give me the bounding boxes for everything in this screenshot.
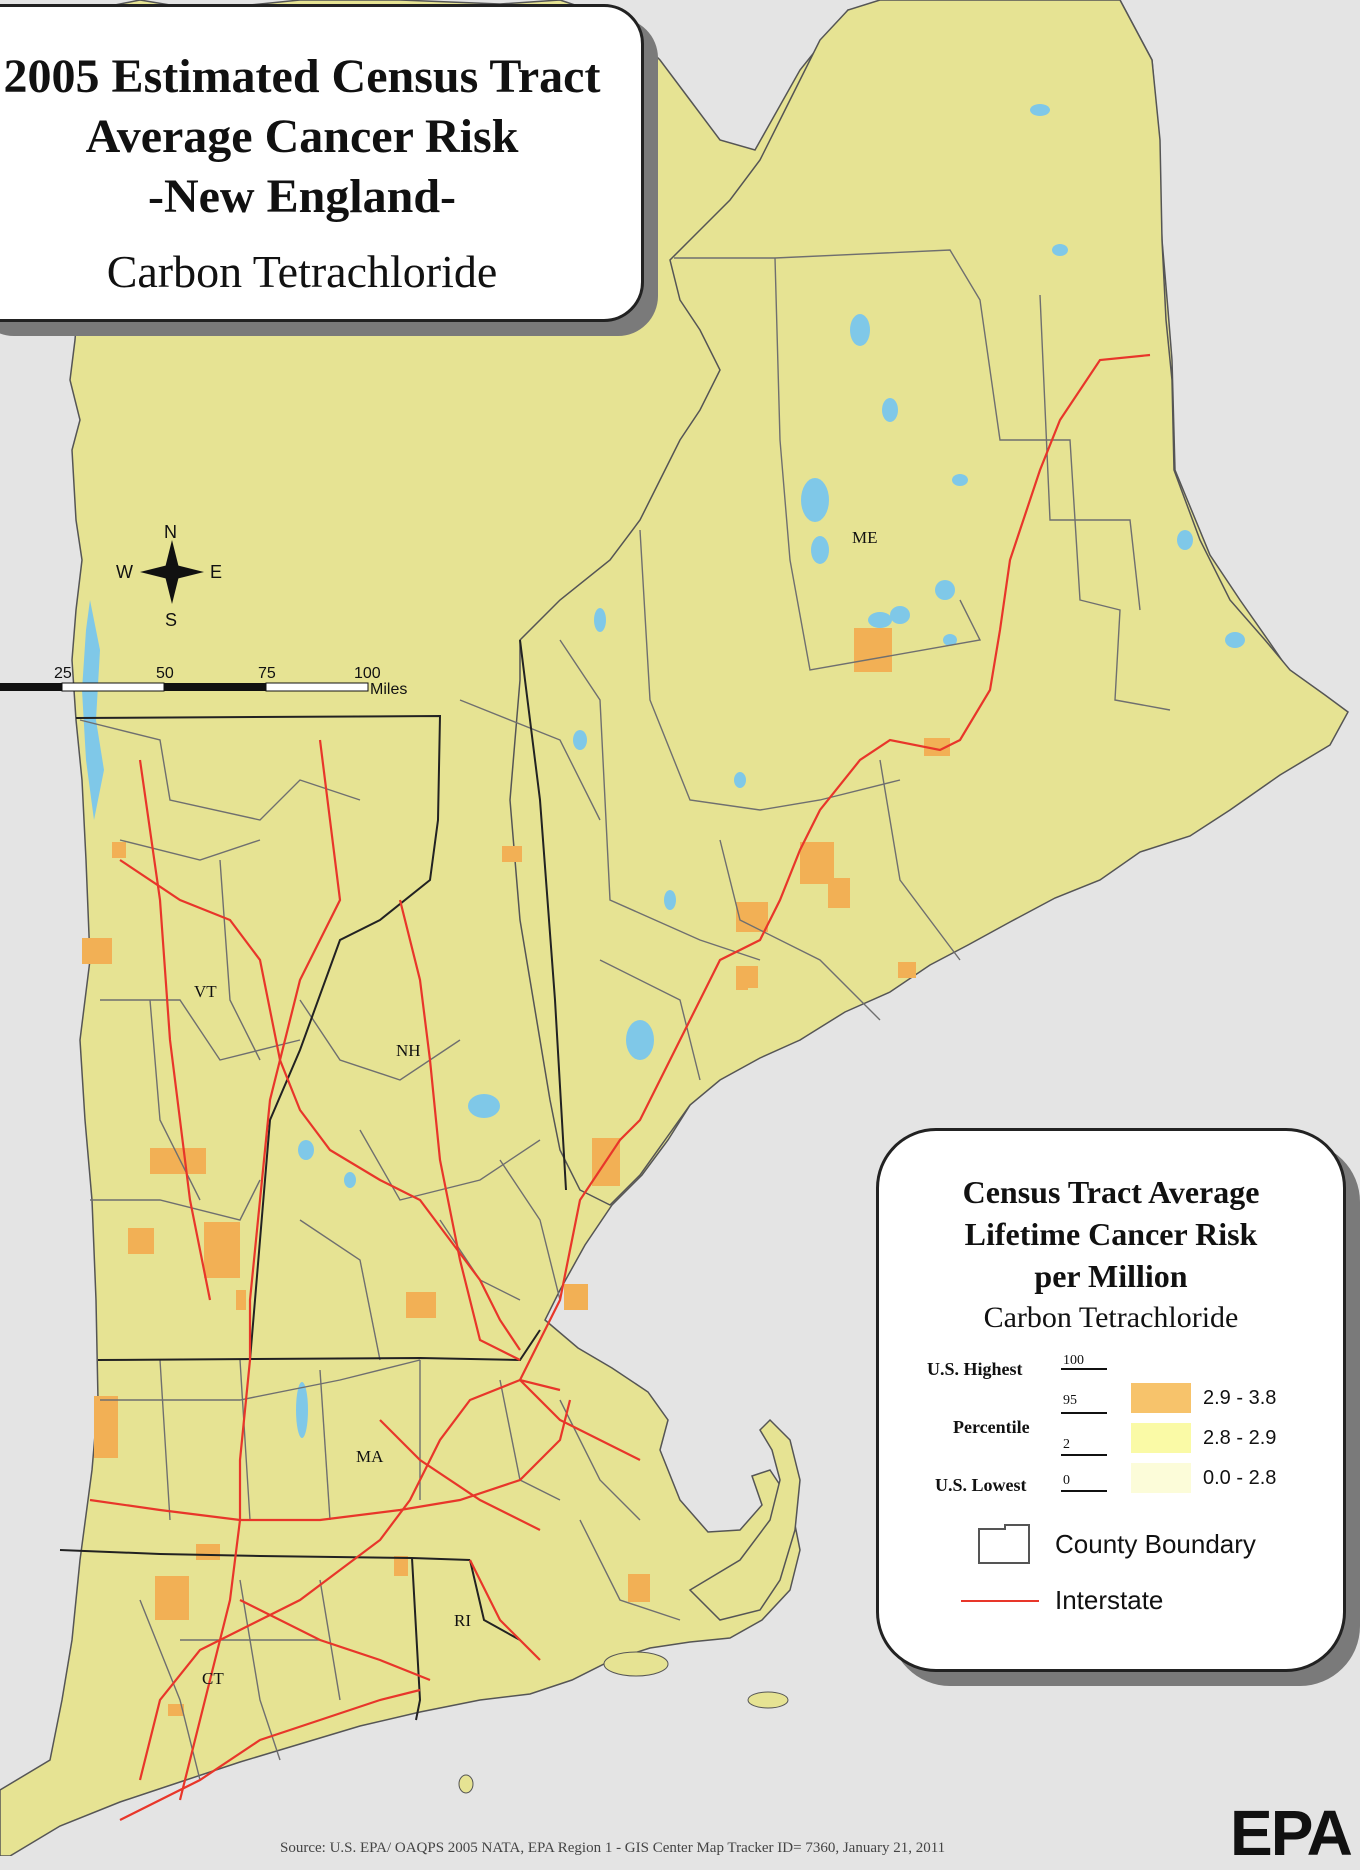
state-label-vt: VT	[194, 982, 217, 1001]
lakes	[82, 104, 1245, 1438]
legend-title: Census Tract Average Lifetime Cancer Ris…	[879, 1171, 1343, 1297]
state-label-nh: NH	[396, 1041, 421, 1060]
island-block	[458, 1774, 474, 1794]
compass-e: E	[210, 562, 222, 582]
legend-range-low: 0.0 - 2.8	[1203, 1467, 1277, 1489]
legend-tick-0: 0	[1063, 1473, 1070, 1488]
scale-tick-50: 50	[156, 665, 174, 682]
compass-w: W	[116, 562, 133, 582]
legend-label-lowest: U.S. Lowest	[935, 1475, 1027, 1495]
scale-unit: Miles	[370, 681, 407, 698]
source-footer: Source: U.S. EPA/ OAQPS 2005 NATA, EPA R…	[280, 1840, 946, 1856]
scale-tick-100: 100	[354, 665, 381, 682]
title-line-2: Average Cancer Risk	[85, 110, 519, 163]
state-label-ct: CT	[202, 1669, 224, 1688]
interstate-line-icon	[961, 1600, 1039, 1602]
legend-swatch-high	[1131, 1383, 1191, 1413]
legend-tick-95: 95	[1063, 1393, 1077, 1408]
legend-label-highest: U.S. Highest	[927, 1359, 1023, 1379]
legend-county-boundary: County Boundary	[1055, 1529, 1256, 1559]
legend-interstate: Interstate	[1055, 1585, 1164, 1615]
epa-logo: EPA	[1230, 1797, 1353, 1869]
legend-tick-100: 100	[1063, 1353, 1084, 1368]
compass-rose: N S W E	[116, 522, 222, 630]
county-boundaries	[79, 249, 1171, 1781]
land-cape-cod	[688, 1418, 801, 1621]
title-pollutant: Carbon Tetrachloride	[106, 246, 498, 297]
state-label-ri: RI	[454, 1611, 471, 1630]
legend-label-percentile: Percentile	[953, 1417, 1030, 1437]
legend-subtitle: Carbon Tetrachloride	[983, 1301, 1239, 1334]
legend-box: Census Tract Average Lifetime Cancer Ris…	[876, 1128, 1346, 1672]
legend-title-line-3: per Million	[1034, 1258, 1188, 1294]
state-label-ma: MA	[356, 1447, 384, 1466]
island-nantucket	[747, 1691, 789, 1709]
legend-tick-2: 2	[1063, 1437, 1070, 1452]
legend-swatch-mid	[1131, 1423, 1191, 1453]
legend-percentile-scale	[1061, 1368, 1107, 1492]
map-title: 2005 Estimated Census Tract Average Canc…	[0, 47, 641, 227]
legend-title-line-1: Census Tract Average	[962, 1174, 1260, 1210]
island-marthas-vineyard	[603, 1651, 669, 1677]
compass-n: N	[164, 522, 177, 542]
title-line-1: 2005 Estimated Census Tract	[3, 50, 601, 103]
legend-title-line-2: Lifetime Cancer Risk	[964, 1216, 1258, 1252]
county-boundary-icon	[978, 1524, 1030, 1564]
scale-tick-25: 25	[54, 665, 72, 682]
state-labels: ME VT NH MA CT RI	[194, 528, 878, 1688]
title-line-3: -New England-	[147, 170, 457, 223]
state-label-me: ME	[852, 528, 878, 547]
compass-s: S	[165, 610, 177, 630]
legend-range-high: 2.9 - 3.8	[1203, 1387, 1277, 1409]
interstates	[89, 353, 1151, 1821]
title-box: 2005 Estimated Census Tract Average Canc…	[0, 4, 644, 322]
scale-bar: 25 50 75 100 Miles	[0, 665, 407, 698]
legend-range-mid: 2.8 - 2.9	[1203, 1427, 1277, 1449]
legend-swatch-low	[1131, 1463, 1191, 1493]
scale-tick-75: 75	[258, 665, 276, 682]
state-boundaries	[59, 639, 567, 1721]
high-risk-tracts	[82, 628, 950, 1716]
